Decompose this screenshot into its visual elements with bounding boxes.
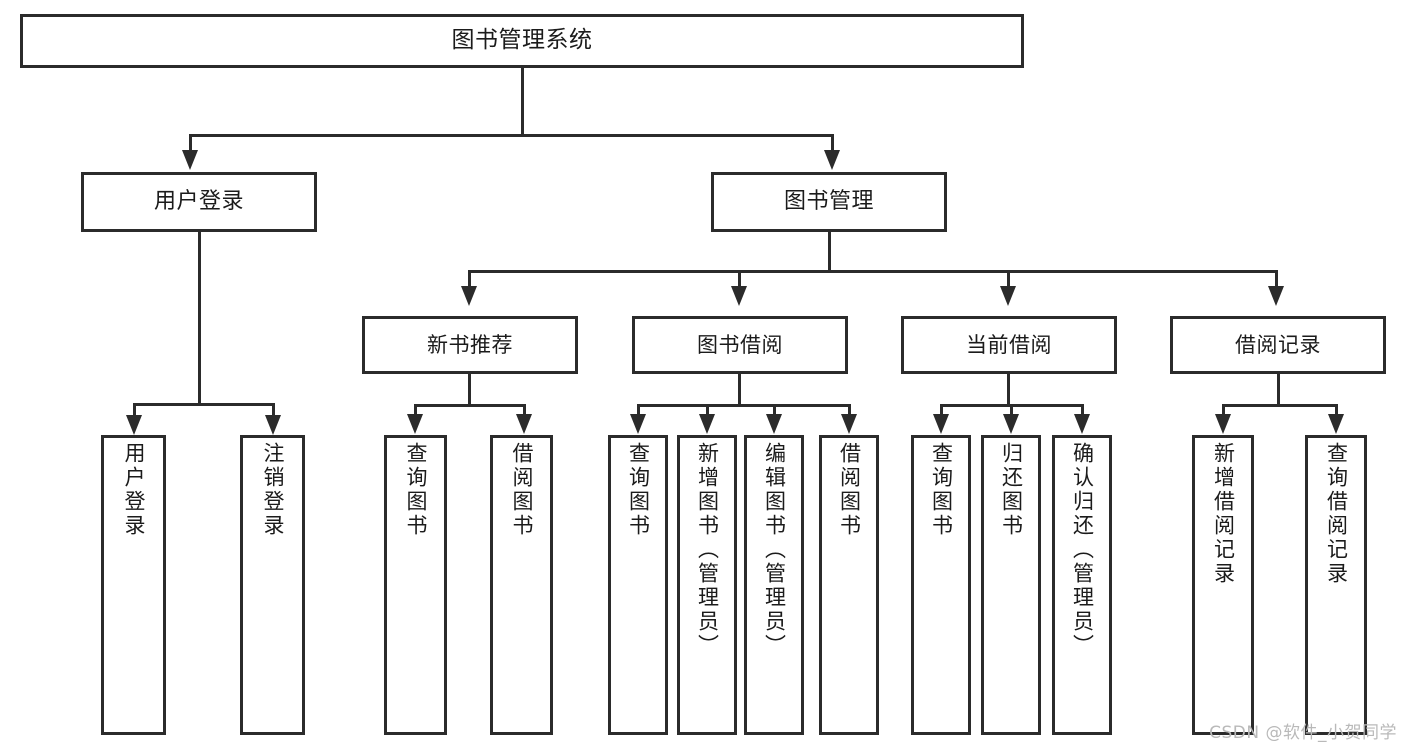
leaf-book-borrow-2[interactable]: 编辑图书（管理员） [744, 435, 804, 735]
arrow-root-to-user-login [182, 150, 198, 170]
node-label: 查询图书 [404, 442, 428, 538]
edge-book-borrow-to-leaf-0 [637, 404, 640, 418]
edge-new-book-to-leaf-1 [523, 404, 526, 418]
arrow-book-borrow-to-leaf-2 [766, 414, 782, 434]
node-root-book-management-system[interactable]: 图书管理系统 [20, 14, 1024, 68]
arrow-new-book-to-leaf-0 [407, 414, 423, 434]
node-label: 注销登录 [261, 442, 285, 538]
edge-current-borrow-stem [1007, 374, 1010, 406]
node-label: 查询图书 [626, 442, 651, 538]
leaf-user-login-0[interactable]: 用户登录 [101, 435, 166, 735]
arrow-new-book-to-leaf-1 [516, 414, 532, 434]
edge-new-book-leaf-bus [414, 404, 526, 407]
leaf-user-login-1[interactable]: 注销登录 [240, 435, 305, 735]
node-new-book-recommend[interactable]: 新书推荐 [362, 316, 578, 374]
leaf-current-borrow-1[interactable]: 归还图书 [981, 435, 1041, 735]
edge-bm-to-new-book [468, 270, 471, 290]
edge-root-to-book-management [831, 134, 834, 154]
edge-current-borrow-to-leaf-2 [1081, 404, 1084, 418]
edge-borrow-record-to-leaf-1 [1335, 404, 1338, 418]
arrow-bm-to-book-borrow [731, 286, 747, 306]
edge-user-login-stem [198, 232, 201, 405]
leaf-book-borrow-1[interactable]: 新增图书（管理员） [677, 435, 737, 735]
node-label: 用户登录 [153, 189, 244, 215]
edge-book-borrow-to-leaf-1 [706, 404, 709, 418]
node-label: 当前借阅 [966, 332, 1052, 357]
leaf-current-borrow-2[interactable]: 确认归还（管理员） [1052, 435, 1112, 735]
edge-root-to-user-login [189, 134, 192, 154]
arrow-book-borrow-to-leaf-3 [841, 414, 857, 434]
edge-book-management-bus [468, 270, 1278, 273]
edge-user-login-to-leaf-0 [133, 403, 136, 419]
edge-borrow-record-stem [1277, 374, 1280, 406]
node-label: 查询图书 [929, 442, 954, 538]
leaf-book-borrow-3[interactable]: 借阅图书 [819, 435, 879, 735]
edge-new-book-stem [468, 374, 471, 406]
edge-new-book-to-leaf-0 [414, 404, 417, 418]
node-label: 用户登录 [122, 442, 146, 538]
node-label: 确认归还（管理员） [1070, 442, 1095, 658]
arrow-current-borrow-to-leaf-0 [933, 414, 949, 434]
edge-root-bus [189, 134, 834, 137]
node-user-login[interactable]: 用户登录 [81, 172, 317, 232]
arrow-user-login-to-leaf-1 [265, 415, 281, 435]
leaf-new-book-1[interactable]: 借阅图书 [490, 435, 553, 735]
edge-book-borrow-to-leaf-3 [848, 404, 851, 418]
node-label: 归还图书 [999, 442, 1024, 538]
edge-book-management-stem [828, 232, 831, 272]
edge-book-borrow-stem [738, 374, 741, 406]
leaf-current-borrow-0[interactable]: 查询图书 [911, 435, 971, 735]
node-label: 借阅记录 [1235, 332, 1321, 357]
edge-borrow-record-leaf-bus [1222, 404, 1338, 407]
node-book-management[interactable]: 图书管理 [711, 172, 947, 232]
edge-user-login-to-leaf-1 [272, 403, 275, 419]
node-book-borrow[interactable]: 图书借阅 [632, 316, 848, 374]
node-label: 新书推荐 [427, 332, 513, 357]
arrow-current-borrow-to-leaf-1 [1003, 414, 1019, 434]
watermark-text: CSDN @软件_小贺同学 [1209, 723, 1397, 743]
node-label: 图书管理 [783, 189, 874, 215]
edge-current-borrow-to-leaf-0 [940, 404, 943, 418]
arrow-root-to-book-management [824, 150, 840, 170]
edge-bm-to-book-borrow [738, 270, 741, 290]
arrow-bm-to-new-book [461, 286, 477, 306]
arrow-book-borrow-to-leaf-0 [630, 414, 646, 434]
edge-root-stem [521, 68, 524, 136]
arrow-book-borrow-to-leaf-1 [699, 414, 715, 434]
node-label: 借阅图书 [837, 442, 862, 538]
node-label: 借阅图书 [510, 442, 534, 538]
leaf-new-book-0[interactable]: 查询图书 [384, 435, 447, 735]
node-current-borrow[interactable]: 当前借阅 [901, 316, 1117, 374]
node-label: 图书管理系统 [451, 27, 593, 54]
node-borrow-record[interactable]: 借阅记录 [1170, 316, 1386, 374]
arrow-borrow-record-to-leaf-0 [1215, 414, 1231, 434]
edge-current-borrow-to-leaf-1 [1010, 404, 1013, 418]
arrow-user-login-to-leaf-0 [126, 415, 142, 435]
node-label: 图书借阅 [697, 332, 783, 357]
arrow-current-borrow-to-leaf-2 [1074, 414, 1090, 434]
leaf-book-borrow-0[interactable]: 查询图书 [608, 435, 668, 735]
edge-book-borrow-leaf-bus [637, 404, 851, 407]
edge-bm-to-current-borrow [1007, 270, 1010, 290]
node-label: 新增图书（管理员） [695, 442, 720, 658]
arrow-bm-to-borrow-record [1268, 286, 1284, 306]
edge-bm-to-borrow-record [1275, 270, 1278, 290]
arrow-borrow-record-to-leaf-1 [1328, 414, 1344, 434]
node-label: 新增借阅记录 [1211, 442, 1236, 586]
edge-book-borrow-to-leaf-2 [773, 404, 776, 418]
edge-borrow-record-to-leaf-0 [1222, 404, 1225, 418]
leaf-borrow-record-1[interactable]: 查询借阅记录 [1305, 435, 1367, 735]
leaf-borrow-record-0[interactable]: 新增借阅记录 [1192, 435, 1254, 735]
node-label: 查询借阅记录 [1324, 442, 1349, 586]
node-label: 编辑图书（管理员） [762, 442, 787, 658]
arrow-bm-to-current-borrow [1000, 286, 1016, 306]
edge-user-login-leaf-bus [133, 403, 275, 406]
